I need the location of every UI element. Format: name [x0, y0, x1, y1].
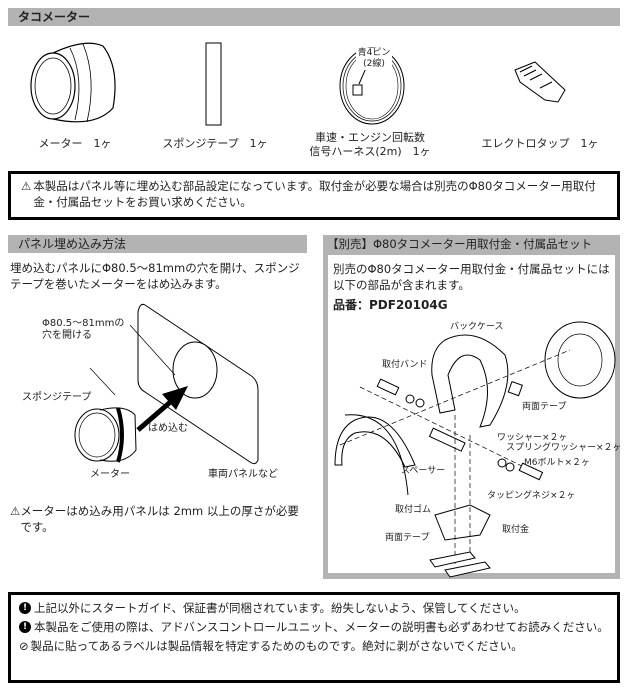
item-label-electro-tap: エレクトロタップ 1ヶ [481, 137, 599, 150]
label-back-case: バックケース [450, 322, 504, 332]
note-item: ⊘ 製品に貼ってあるラベルは製品情報を特定するためのものです。絶対に剥がさないで… [19, 638, 609, 654]
item-label-harness: 車速・エンジン回転数 信号ハーネス(2m) 1ヶ [300, 131, 440, 159]
label-tape-bottom: 両面テープ [385, 533, 430, 543]
label-spacer: スペーサー [401, 466, 446, 476]
note-text: 上記以外にスタートガイド、保証書が同梱されています。紛失しないよう、保管してくだ… [34, 601, 526, 615]
panel-callout: 車両パネルなど [208, 469, 278, 480]
part-number: 品番：PDF20104G [333, 298, 448, 312]
label-tape-top: 両面テープ [522, 402, 567, 412]
section-title-tachometer: タコメーター [8, 8, 620, 26]
harness-label-line1: 車速・エンジン回転数 [315, 131, 425, 144]
label-washer: ワッシャー×２ヶ [497, 433, 568, 443]
insert-callout: はめ込む [148, 423, 188, 434]
panel-description: 埋め込むパネルにΦ80.5～81mmの穴を開け、スポンジテープを巻いたメーターを… [10, 261, 300, 291]
label-bolt: M6ボルト×２ヶ [524, 458, 591, 468]
notice-box: ⚠ 本製品はパネル等に埋め込む部品設定になっています。取付金が必要な場合は別売の… [8, 171, 620, 220]
note-item: ! 上記以外にスタートガイド、保証書が同梱されています。紛失しないよう、保管して… [19, 600, 609, 616]
label-rubber: 取付ゴム [395, 505, 432, 515]
section-title-option: 【別売】Φ80タコメーター用取付金・付属品セット [327, 237, 593, 251]
notice-text: 本製品はパネル等に埋め込む部品設定になっています。取付金が必要な場合は別売のΦ8… [33, 179, 596, 209]
panel-warning: ⚠ メーターはめ込み用パネルは 2mm 以上の厚さが必要です。 [10, 503, 302, 535]
note-item: ! 本製品をご使用の際は、アドバンスコントロールユニット、メーターの説明書も必ず… [19, 619, 609, 635]
warning-triangle-icon: ⚠ [10, 504, 21, 518]
harness-callout: 青4ピン (2線) [356, 48, 392, 70]
harness-label-line2: 信号ハーネス(2m) 1ヶ [309, 145, 431, 158]
harness-callout-line2: (2線) [363, 59, 385, 69]
label-screw: タッピングネジ×２ヶ [487, 491, 576, 501]
item-label-meter: メーター 1ヶ [38, 137, 112, 150]
sponge-callout: スポンジテープ [22, 392, 92, 403]
panel-mount-diagram [74, 303, 259, 465]
exclamation-circle-icon: ! [19, 602, 31, 614]
exclamation-circle-icon: ! [19, 621, 31, 633]
option-description: 別売のΦ80タコメーター用取付金・付属品セットには以下の部品が含まれます。 [333, 262, 610, 292]
notice-row: ⚠ 本製品はパネル等に埋め込む部品設定になっています。取付金が必要な場合は別売の… [21, 178, 609, 210]
prohibited-icon: ⊘ [19, 639, 29, 653]
sponge-tape-illustration [205, 42, 222, 126]
meter-callout: メーター [90, 469, 130, 480]
option-set-panel: 【別売】Φ80タコメーター用取付金・付属品セット [323, 235, 620, 579]
notes-box: ! 上記以外にスタートガイド、保証書が同梱されています。紛失しないよう、保管して… [8, 592, 620, 683]
meter-illustration [30, 42, 116, 123]
electro-tap-illustration [514, 61, 566, 103]
note-text: 製品に貼ってあるラベルは製品情報を特定するためのものです。絶対に剥がさないでくだ… [30, 639, 523, 653]
hole-callout-line2: 穴を開ける [42, 330, 92, 341]
note-text: 本製品をご使用の際は、アドバンスコントロールユニット、メーターの説明書も必ずあわ… [34, 620, 609, 634]
section-title-panel: パネル埋め込み方法 [8, 235, 307, 253]
option-set-diagram [334, 321, 616, 578]
hole-callout-line1: Φ80.5～81mmの [42, 318, 125, 329]
label-bracket: 取付金 [502, 525, 530, 535]
panel-warning-text: メーターはめ込み用パネルは 2mm 以上の厚さが必要です。 [20, 504, 299, 534]
harness-callout-line1: 青4ピン [357, 48, 391, 58]
warning-triangle-icon: ⚠ [21, 179, 32, 193]
label-spring-washer: スプリングワッシャー×２ヶ [506, 443, 622, 453]
label-band: 取付バンド [382, 360, 428, 370]
hole-callout: Φ80.5～81mmの 穴を開ける [42, 318, 124, 342]
item-label-sponge-tape: スポンジテープ 1ヶ [162, 137, 268, 150]
